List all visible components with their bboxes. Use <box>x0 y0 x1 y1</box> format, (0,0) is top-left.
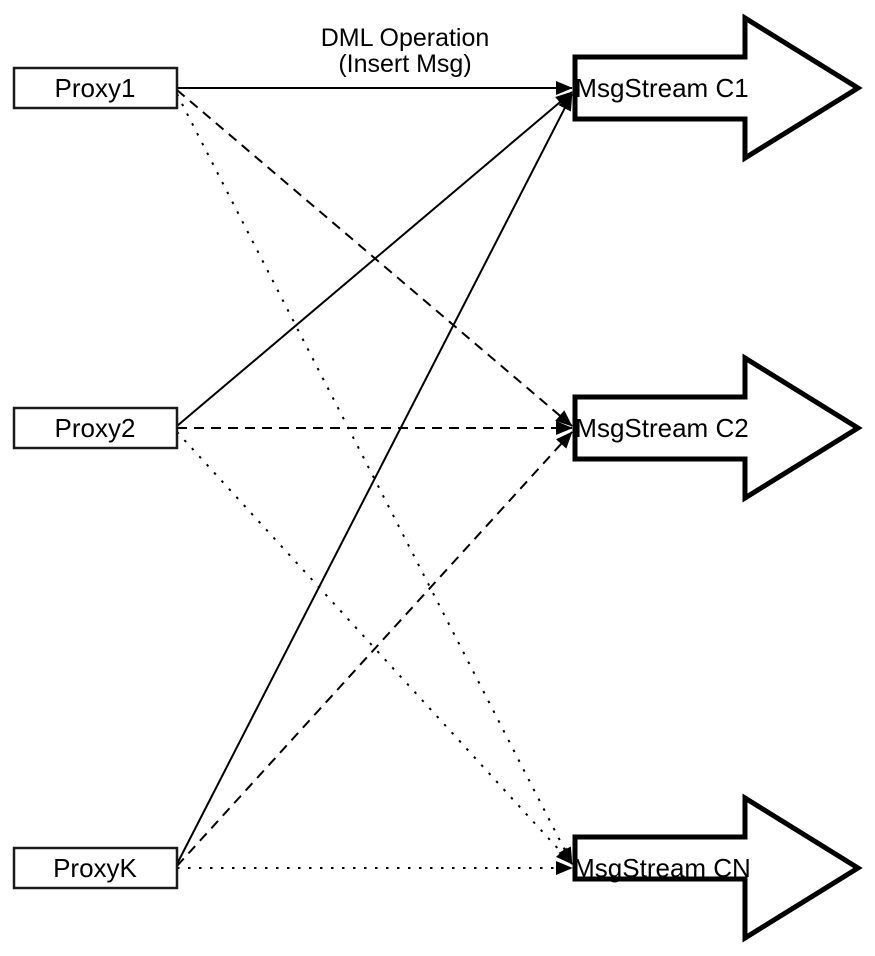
node-proxyk: ProxyK <box>12 846 179 890</box>
proxyk-label: ProxyK <box>53 853 137 883</box>
proxy2-label: Proxy2 <box>55 413 136 443</box>
dml-operation-label-line1: DML Operation <box>321 24 490 52</box>
node-msgstream-cn: MsgStream CN <box>572 793 863 943</box>
edge-proxyk-msgstream-c2 <box>176 431 573 867</box>
msgstream-c1-label: MsgStream C1 <box>575 73 748 103</box>
proxyk-box <box>12 846 179 890</box>
edge-proxy1-msgstream-cn <box>176 93 573 865</box>
node-msgstream-c2: MsgStream C2 <box>572 353 863 503</box>
msgstream-c1-block-arrow-icon <box>572 13 863 163</box>
edge-proxyk-msgstream-c1 <box>176 93 573 865</box>
node-proxy2: Proxy2 <box>12 406 179 450</box>
msgstream-c2-label: MsgStream C2 <box>575 413 748 443</box>
edge-proxy2-msgstream-c1 <box>176 91 573 427</box>
dml-operation-label: DML Operation (Insert Msg) <box>321 24 490 78</box>
msgstream-cn-block-arrow-icon <box>572 793 863 943</box>
msgstream-cn-label: MsgStream CN <box>573 853 751 883</box>
node-msgstream-c1: MsgStream C1 <box>572 13 863 163</box>
edge-group <box>176 81 573 875</box>
node-proxy1: Proxy1 <box>12 66 179 110</box>
proxy1-box <box>12 66 179 110</box>
proxy1-label: Proxy1 <box>55 73 136 103</box>
dml-operation-label-line2: (Insert Msg) <box>338 50 471 78</box>
proxy2-box <box>12 406 179 450</box>
msgstream-c2-block-arrow-icon <box>572 353 863 503</box>
